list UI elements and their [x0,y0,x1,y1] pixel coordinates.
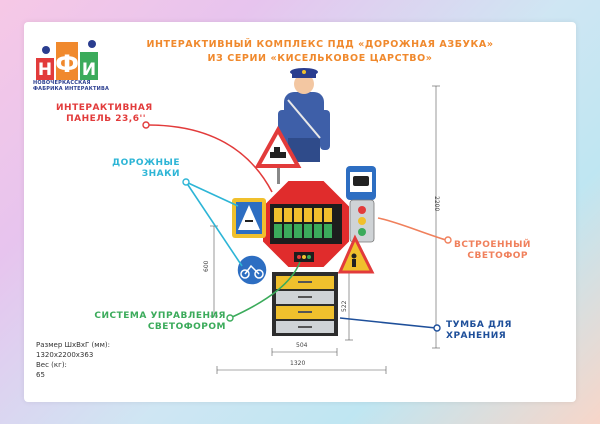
callout-built-in-light: ВСТРОЕННЫЙ СВЕТОФОР [454,240,531,262]
callout-interactive-panel: ИНТЕРАКТИВНАЯ ПАНЕЛЬ 23,6'' [56,103,153,125]
dimension-cabinet-width: 504 [296,342,308,349]
logo-subtitle-line2: ФАБРИКА ИНТЕРАКТИВА [33,86,110,92]
callout-cabinet-line2: ХРАНЕНИЯ [446,331,507,341]
storage-cabinet [272,272,338,336]
callout-road-signs: ДОРОЖНЫЕ ЗНАКИ [110,158,180,180]
product-specs: Размер ШхВхГ (мм): 1320х2200х363 Вес (кг… [36,340,110,380]
specs-size-label: Размер ШхВхГ (мм): [36,341,110,349]
logo-letter-bg-n [36,58,54,80]
bicycle-path-sign [236,254,268,286]
logo-figure-icon [42,46,50,54]
logo-subtitle: НОВОЧЕРКАССКАЯ ФАБРИКА ИНТЕРАКТИВА [33,80,113,92]
logo-letter-f: Ф [55,50,79,78]
railroad-crossing-sign [254,125,302,184]
logo-letter-i: И [82,60,96,80]
callout-dot [433,324,441,332]
pedestrian-crossing-sign [232,198,266,238]
title-line2: ИЗ СЕРИИ «КИСЕЛЬКОВОЕ ЦАРСТВО» [207,53,433,64]
callout-traffic-control: СИСТЕМА УПРАВЛЕНИЯ СВЕТОФОРОМ [60,311,226,333]
policeman-figure [278,68,330,162]
callout-signs-line2: ЗНАКИ [141,169,180,179]
callout-cabinet-line1: ТУМБА ДЛЯ [446,320,512,330]
bus-stop-sign [346,166,376,200]
callout-dot [182,178,190,186]
logo-figure-icon [88,40,96,48]
dimension-panel-height: 600 [203,260,210,272]
dimension-cabinet-height: 522 [341,300,348,312]
page-title: ИНТЕРАКТИВНЫЙ КОМПЛЕКС ПДД «ДОРОЖНАЯ АЗБ… [120,38,520,66]
callout-panel-line1: ИНТЕРАКТИВНАЯ [56,103,153,113]
interactive-panel [261,179,351,269]
logo-subtitle-line1: НОВОЧЕРКАССКАЯ [33,80,91,86]
dimension-height-total: 2200 [433,196,440,212]
callout-control-line1: СИСТЕМА УПРАВЛЕНИЯ [94,311,226,321]
callout-dot [226,314,234,322]
callout-panel-line2: ПАНЕЛЬ 23,6'' [66,114,146,124]
traffic-light [349,199,375,243]
callout-light-line1: ВСТРОЕННЫЙ [454,240,531,250]
callout-signs-line1: ДОРОЖНЫЕ [112,158,180,168]
logo-letter-bg-i [80,52,98,80]
company-logo: Н Ф И [36,40,98,80]
callout-arrows [147,124,447,329]
specs-weight-label: Вес (кг): [36,361,67,369]
specs-size-value: 1320х2200х363 [36,351,94,359]
specs-weight-value: 65 [36,371,45,379]
dimension-lines [210,85,440,374]
callout-dot [142,121,150,129]
logo-letter-bg-f [56,42,78,80]
callout-dot [444,236,452,244]
logo-letter-n: Н [38,60,52,80]
dimension-total-width: 1320 [290,360,306,367]
callout-light-line2: СВЕТОФОР [467,251,528,261]
callout-control-line2: СВЕТОФОРОМ [147,322,226,332]
callout-storage-cabinet: ТУМБА ДЛЯ ХРАНЕНИЯ [446,320,528,342]
children-warning-sign [337,234,375,274]
title-line1: ИНТЕРАКТИВНЫЙ КОМПЛЕКС ПДД «ДОРОЖНАЯ АЗБ… [146,39,494,50]
